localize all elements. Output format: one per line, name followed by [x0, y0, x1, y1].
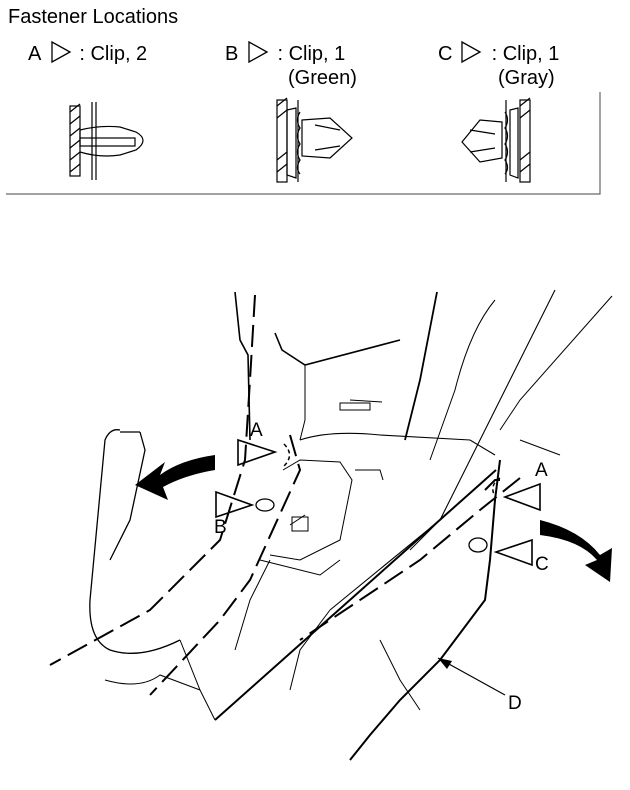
- legend-b-text: : Clip, 1: [277, 43, 346, 65]
- legend-a-letter: A: [28, 43, 41, 65]
- legend-b-label: B : Clip, 1: [225, 43, 345, 65]
- clip-a-icon: [69, 102, 144, 180]
- clip-a-left-position-icon: [283, 443, 291, 467]
- legend-c-triangle-icon: [461, 40, 482, 64]
- legend-c-text: : Clip, 1: [491, 43, 560, 65]
- callout-a-left-triangle-icon: [237, 438, 278, 467]
- legend-b-color-note: (Green): [288, 67, 357, 89]
- callout-a-left-label: A: [250, 420, 263, 441]
- clip-b-position-icon: [255, 498, 275, 512]
- legend-c-color-note: (Gray): [498, 67, 555, 89]
- removal-direction-arrow-left-icon: [135, 455, 215, 500]
- legend-c-letter: C: [438, 43, 453, 65]
- callout-b-label: B: [214, 517, 227, 538]
- clip-b-icon: [276, 97, 353, 183]
- callout-b-triangle-icon: [215, 490, 255, 519]
- legend-b-letter: B: [225, 43, 239, 65]
- callout-a-right-triangle-icon: [502, 482, 541, 512]
- clip-a-right-position-icon: [492, 477, 501, 499]
- page-title: Fastener Locations: [8, 6, 179, 28]
- legend-a-triangle-icon: [51, 40, 72, 64]
- callout-c-triangle-icon: [493, 538, 533, 567]
- legend-frame: [6, 92, 601, 195]
- legend-a-label: A : Clip, 2: [28, 43, 147, 65]
- callout-d-label: D: [508, 693, 522, 714]
- clip-c-position-icon: [468, 537, 488, 553]
- legend-b-triangle-icon: [248, 40, 269, 64]
- clip-c-icon: [461, 97, 531, 183]
- removal-direction-arrow-right-icon: [540, 520, 612, 582]
- removed-panel-dashed-outline: [49, 294, 521, 696]
- legend-c-label: C : Clip, 1: [438, 43, 559, 65]
- callout-c-label: C: [535, 554, 549, 575]
- legend-a-text: : Clip, 2: [79, 43, 148, 65]
- callout-d-arrowhead-icon: [438, 658, 452, 669]
- callout-a-right-label: A: [535, 460, 548, 481]
- console-panel-drawing: [89, 289, 613, 761]
